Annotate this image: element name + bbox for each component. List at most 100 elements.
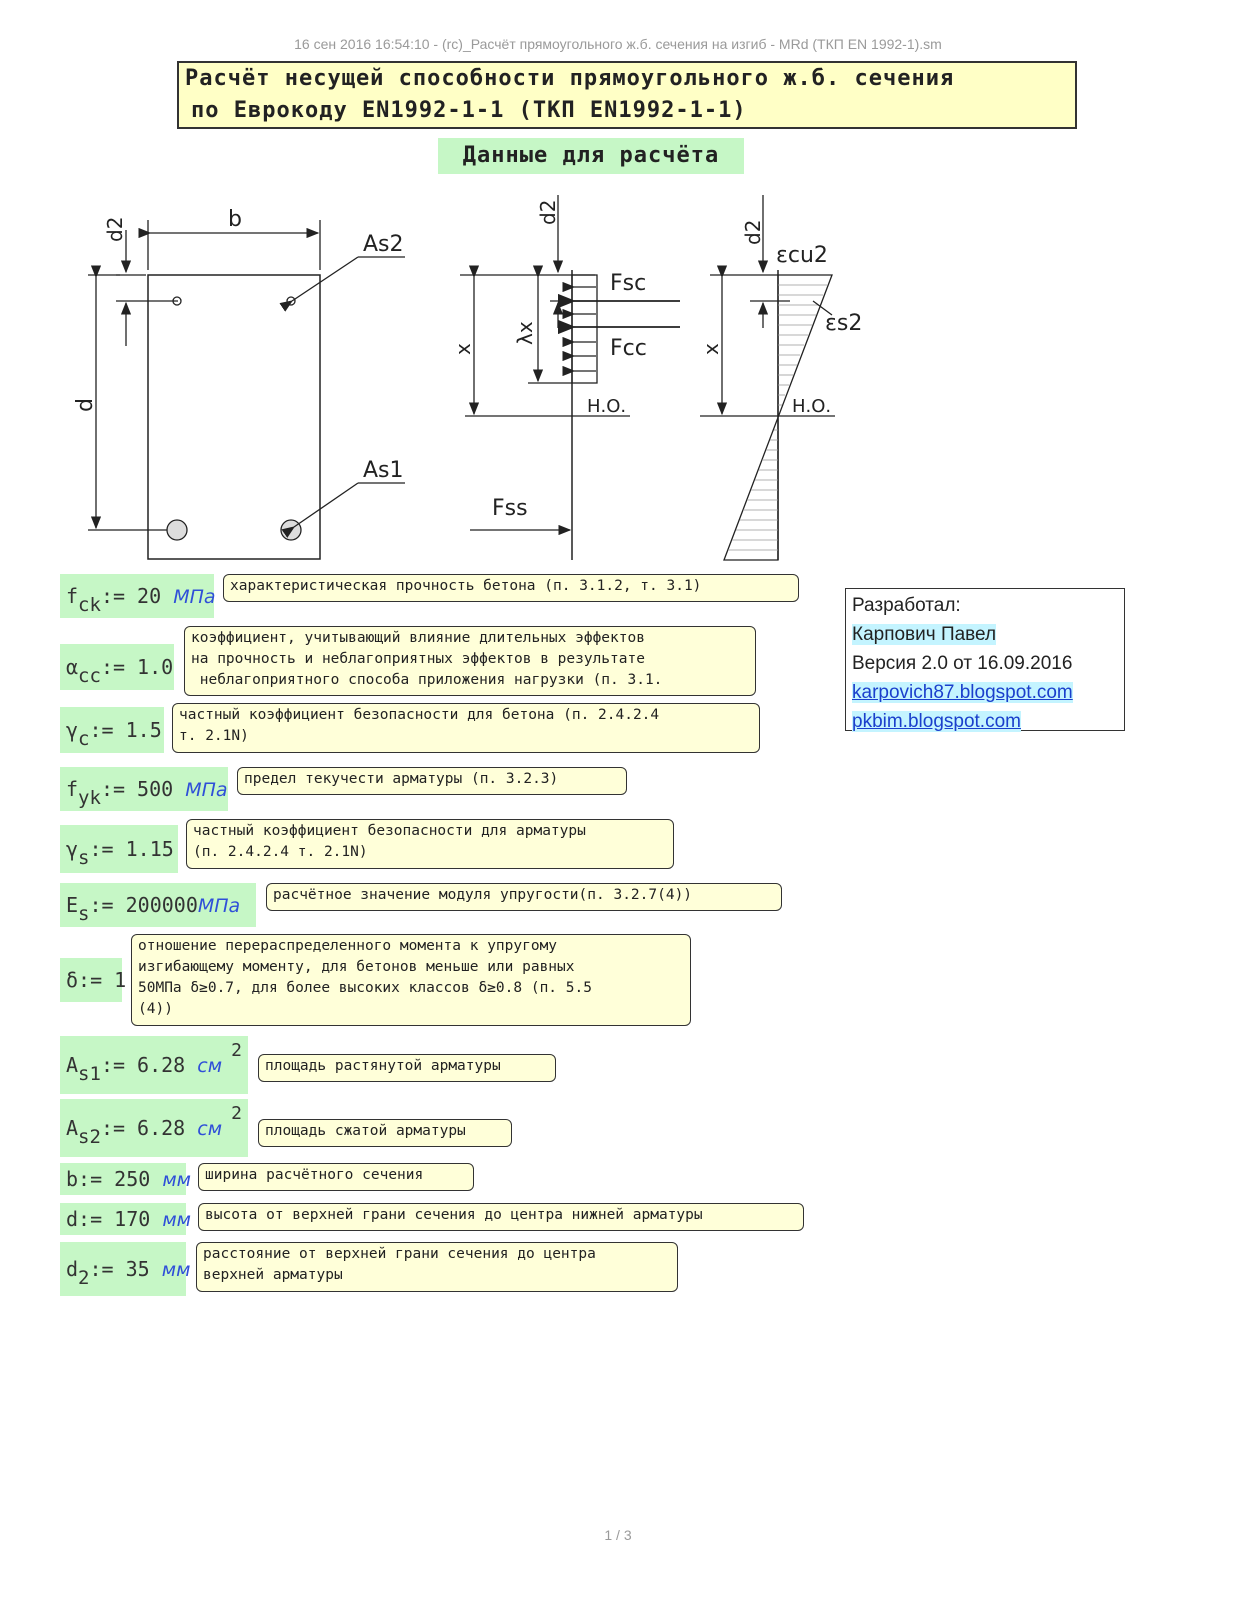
- variable-note-10: высота от верхней грани сечения до центр…: [198, 1203, 804, 1231]
- variable-note-7: площадь растянутой арматуры: [258, 1054, 556, 1082]
- label-d2-mid: d2: [536, 200, 560, 225]
- label-x-right: x: [699, 343, 723, 355]
- variable-subscript: ck: [78, 594, 101, 616]
- variable-value: := 1: [78, 968, 127, 992]
- variable-1[interactable]: αcc:= 1.0: [60, 644, 174, 690]
- variable-symbol: A: [66, 1116, 79, 1140]
- section-subtitle: Данные для расчёта: [438, 138, 744, 174]
- variable-subscript: 2: [78, 1267, 90, 1289]
- variable-value: := 6.28: [100, 1116, 198, 1140]
- variable-6[interactable]: δ:= 1: [60, 958, 126, 1002]
- variable-unit: МПа: [173, 586, 216, 608]
- variable-value: := 500: [100, 777, 186, 801]
- document-header: 16 сен 2016 16:54:10 - (rc)_Расчёт прямо…: [294, 36, 942, 52]
- variable-9[interactable]: b:= 250 мм: [60, 1163, 191, 1195]
- label-x-mid: x: [451, 343, 475, 355]
- variable-note-1: коэффициент, учитывающий влияние длитель…: [184, 626, 756, 696]
- variable-subscript: c: [78, 728, 90, 750]
- variable-symbol: E: [66, 893, 79, 917]
- variable-value: := 6.28: [100, 1053, 198, 1077]
- label-no-right: Н.О.: [792, 396, 831, 417]
- variable-subscript: s: [78, 903, 90, 925]
- variable-unit: мм: [162, 1209, 192, 1231]
- rebar-top-right: [286, 296, 296, 306]
- blog-link-1[interactable]: karpovich87.blogspot.com: [852, 682, 1073, 703]
- author-version: Версия 2.0 от 16.09.2016: [852, 653, 1073, 674]
- variable-value: := 200000: [89, 893, 198, 917]
- label-d: d: [73, 398, 98, 412]
- variable-note-0: характеристическая прочность бетона (п. …: [223, 574, 799, 602]
- variable-symbol: δ: [66, 968, 79, 992]
- variable-unit: МПа: [185, 779, 228, 801]
- cross-section-rect: [147, 274, 321, 560]
- variable-value: := 35: [89, 1257, 162, 1281]
- variable-symbol: d: [66, 1257, 79, 1281]
- variable-symbol: b: [66, 1167, 79, 1191]
- variable-4[interactable]: γs:= 1.15: [60, 825, 178, 873]
- variable-unit: мм: [162, 1169, 192, 1191]
- label-lambda-x: λx: [513, 321, 537, 345]
- compression-block: [571, 274, 598, 384]
- label-b: b: [228, 207, 242, 232]
- title-line-1: Расчёт несущей способности прямоугольног…: [185, 66, 955, 91]
- variable-10[interactable]: d:= 170 мм: [60, 1203, 191, 1235]
- variable-note-5: расчётное значение модуля упругости(п. 3…: [266, 883, 782, 911]
- page-number: 1 / 3: [604, 1527, 632, 1543]
- label-as2: As2: [363, 232, 404, 257]
- title-line-2: по Еврокоду EN1992-1-1 (ТКП EN1992-1-1): [191, 98, 747, 123]
- label-no-mid: Н.О.: [587, 396, 626, 417]
- variable-subscript: yk: [78, 787, 101, 809]
- variable-5[interactable]: Es:= 200000МПа: [60, 883, 256, 927]
- variable-note-2: частный коэффициент безопасности для бет…: [172, 703, 760, 753]
- variable-value: := 250: [78, 1167, 163, 1191]
- variable-unit: мм: [161, 1259, 191, 1281]
- variable-note-11: расстояние от верхней грани сечения до ц…: [196, 1242, 678, 1292]
- variable-2[interactable]: γc:= 1.5: [60, 707, 164, 753]
- variable-symbol: γ: [66, 837, 79, 861]
- variable-subscript: s: [78, 847, 90, 869]
- variable-3[interactable]: fyk:= 500 МПа: [60, 767, 228, 811]
- variable-symbol: α: [66, 655, 79, 679]
- variable-7[interactable]: As1:= 6.28 см 2: [60, 1036, 248, 1094]
- variable-symbol: d: [66, 1207, 79, 1231]
- author-name: Карпович Павел: [852, 624, 997, 645]
- variable-value: := 1.0: [100, 655, 174, 679]
- variable-symbol: f: [66, 777, 79, 801]
- variable-subscript: s2: [78, 1126, 101, 1148]
- variable-symbol: A: [66, 1053, 79, 1077]
- label-fss: Fss: [492, 496, 528, 521]
- variable-value: := 20: [100, 584, 174, 608]
- label-d2-left: d2: [103, 217, 127, 242]
- variable-subscript: s1: [78, 1063, 101, 1085]
- author-heading: Разработал:: [852, 595, 961, 616]
- rebar-bottom-left: [166, 519, 188, 541]
- label-as1: As1: [363, 458, 404, 483]
- label-fsc: Fsc: [610, 271, 646, 296]
- variable-unit: МПа: [197, 895, 241, 917]
- variable-8[interactable]: As2:= 6.28 см 2: [60, 1099, 248, 1157]
- variable-value: := 1.5: [89, 718, 162, 742]
- blog-link-2[interactable]: pkbim.blogspot.com: [852, 711, 1021, 732]
- variable-symbol: f: [66, 584, 79, 608]
- variable-superscript: 2: [231, 1040, 242, 1061]
- author-box: Разработал: Карпович Павел Версия 2.0 от…: [845, 588, 1125, 732]
- label-fcc: Fcc: [610, 336, 647, 361]
- variable-value: := 1.15: [89, 837, 174, 861]
- variable-symbol: γ: [66, 718, 79, 742]
- section-diagram: b d2 d As2 As1 d2 Fsc Fcc λx x Н.О. Fss: [73, 195, 862, 561]
- variable-superscript: 2: [231, 1103, 242, 1124]
- variable-unit: см: [197, 1055, 223, 1077]
- page-title: Расчёт несущей способности прямоугольног…: [177, 61, 1077, 129]
- variable-note-9: ширина расчётного сечения: [198, 1163, 474, 1191]
- variable-value: := 170: [78, 1207, 163, 1231]
- variable-11[interactable]: d2:= 35 мм: [60, 1242, 190, 1296]
- variable-unit: см: [197, 1118, 223, 1140]
- variable-note-6: отношение перераспределенного момента к …: [131, 934, 691, 1026]
- variable-note-3: предел текучести арматуры (п. 3.2.3): [237, 767, 627, 795]
- label-ecu2: εcu2: [776, 243, 828, 268]
- strain-diagram: [723, 274, 833, 561]
- variable-note-8: площадь сжатой арматуры: [258, 1119, 512, 1147]
- rebar-bottom-right: [280, 519, 302, 541]
- variable-0[interactable]: fck:= 20 МПа: [60, 574, 216, 618]
- rebar-top-left: [172, 296, 182, 306]
